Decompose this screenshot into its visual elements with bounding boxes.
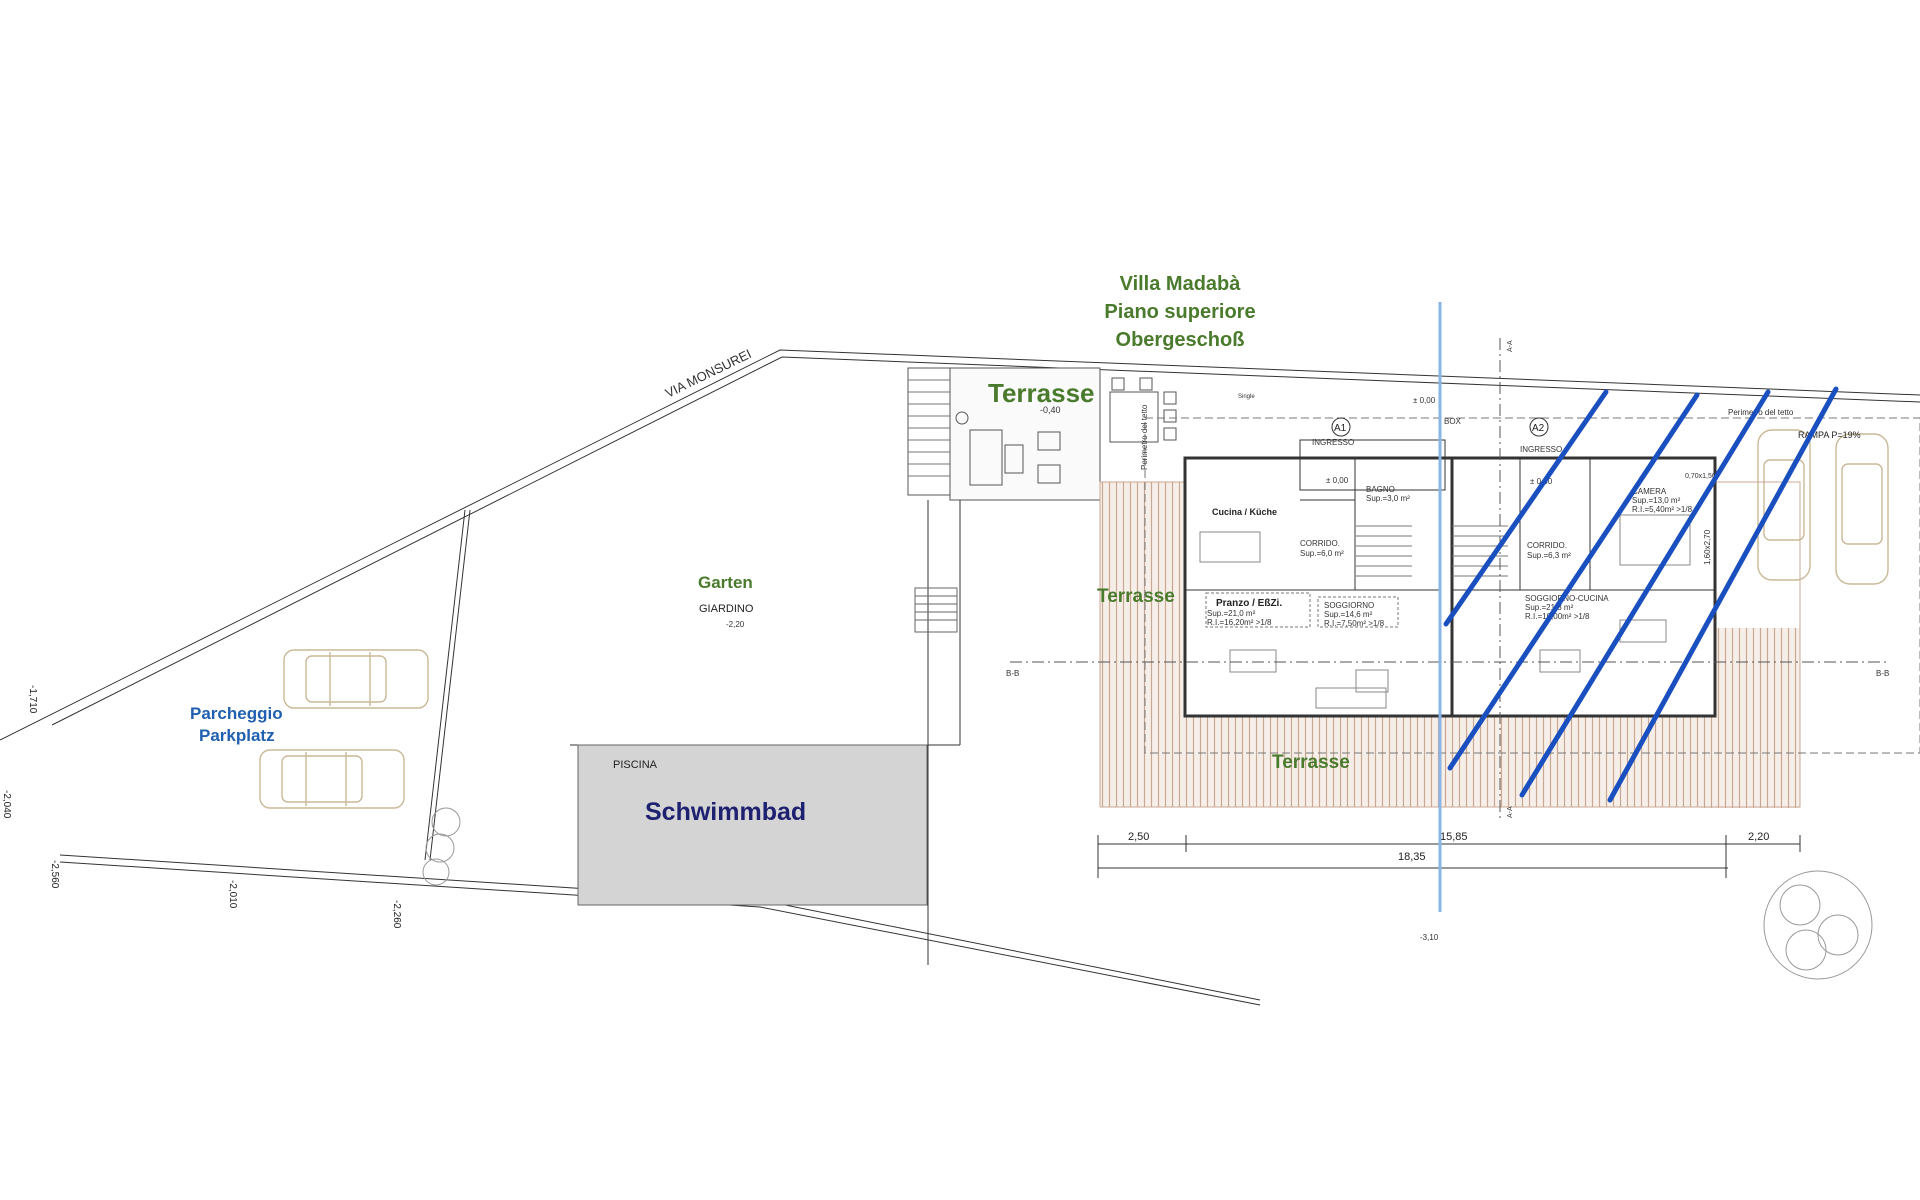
garden-level: -2,20 xyxy=(726,620,745,629)
dim-2: 15,85 xyxy=(1440,831,1468,843)
dim-total: 18,35 xyxy=(1398,851,1426,863)
window1-label: 0,70x1,50 xyxy=(1685,473,1716,480)
pranzo-label: Pranzo / EßZi. xyxy=(1216,598,1282,609)
level-2260: -2,260 xyxy=(391,900,402,929)
trees-left xyxy=(422,807,461,886)
camera-sup: Sup.=13,0 m² xyxy=(1632,496,1681,505)
title-villa: Villa Madabà xyxy=(1119,273,1241,295)
street-name: VIA MONSUREI xyxy=(663,346,754,401)
ingresso1-label: INGRESSO xyxy=(1312,438,1354,447)
trees-right xyxy=(1763,870,1873,980)
pool xyxy=(577,744,928,906)
plan-title: Villa Madabà Piano superiore Obergeschoß xyxy=(1040,270,1320,354)
garden-stair xyxy=(914,587,958,633)
bagno-sup: Sup.=3,0 m² xyxy=(1366,494,1410,503)
bottom-level: -3,10 xyxy=(1420,933,1439,942)
level-2010: -2,010 xyxy=(227,880,238,909)
parking-label-it: Parcheggio xyxy=(190,704,283,723)
dim-3: 2,20 xyxy=(1748,831,1769,843)
camera-ri: R.I.=5,40m² >1/8 xyxy=(1632,505,1693,514)
entry1-level: ± 0,00 xyxy=(1326,476,1349,485)
camera-label: CAMERA xyxy=(1632,487,1667,496)
corrido1-sup: Sup.=6,0 m² xyxy=(1300,549,1344,558)
box-label: BOX xyxy=(1444,417,1462,426)
ingresso2-label: INGRESSO xyxy=(1520,445,1562,454)
a2-label: A2 xyxy=(1532,423,1545,434)
dim-1: 2,50 xyxy=(1128,831,1149,843)
entry-markers xyxy=(1331,417,1549,437)
perimetro1-label: Perimetro del tetto xyxy=(1140,404,1149,470)
pranzo-ri: R.I.=16,20m² >1/8 xyxy=(1207,618,1272,627)
single-label: Single xyxy=(1238,394,1255,400)
building xyxy=(1183,439,1717,718)
corrido2-sup: Sup.=6,3 m² xyxy=(1527,551,1571,560)
sogg-cucina-sup: Sup.=21,3 m² xyxy=(1525,603,1574,612)
garden-label: Garten xyxy=(698,573,753,592)
level-2560: -2,560 xyxy=(49,860,60,889)
bb-right-label: B-B xyxy=(1876,669,1889,678)
aa-bottom-label: A-A xyxy=(1507,806,1514,818)
bagno-label: BAGNO xyxy=(1366,485,1395,494)
top-level: ± 0,00 xyxy=(1413,396,1436,405)
giardino-label: GIARDINO xyxy=(699,603,754,615)
corrido1-label: CORRIDO. xyxy=(1300,539,1340,548)
level-2040: -2,040 xyxy=(1,790,12,819)
terrasse-bottom-label: Terrasse xyxy=(1272,752,1350,773)
title-floor-it: Piano superiore xyxy=(1104,301,1256,323)
terrasse-top-label: Terrasse xyxy=(988,378,1095,408)
corrido2-label: CORRIDO. xyxy=(1527,541,1567,550)
soggiorno-box xyxy=(1317,596,1399,628)
soggiorno-sup: Sup.=14,6 m² xyxy=(1324,610,1373,619)
terrasse-mid-label: Terrasse xyxy=(1097,586,1175,607)
rampa-label: RAMPA P=19% xyxy=(1798,430,1861,440)
building-furniture xyxy=(1199,514,1691,709)
pranzo-box xyxy=(1205,592,1311,628)
window2-label: 1,60x2,70 xyxy=(1703,529,1712,565)
a1-label: A1 xyxy=(1334,423,1347,434)
roof-perimeter xyxy=(1144,417,1920,754)
upper-terrace xyxy=(907,367,1177,501)
level-1710: -1,710 xyxy=(27,685,38,714)
sogg-cucina-label: SOGGIORNO-CUCINA xyxy=(1525,594,1609,603)
right-cars xyxy=(1757,429,1889,585)
perimetro2-label: Perimetro del tetto xyxy=(1728,408,1794,417)
pool-label: Schwimmbad xyxy=(645,798,806,826)
sogg-cucina-ri: R.I.=10,00m² >1/8 xyxy=(1525,612,1590,621)
parking-label-de: Parkplatz xyxy=(199,726,275,745)
pranzo-sup: Sup.=21,0 m² xyxy=(1207,609,1256,618)
bb-left-label: B-B xyxy=(1006,669,1019,678)
soggiorno-label: SOGGIORNO xyxy=(1324,601,1374,610)
dimension-lines xyxy=(1097,835,1801,878)
aa-top-label: A-A xyxy=(1507,340,1514,352)
soggiorno-ri: R.I.=7,50m² >1/8 xyxy=(1324,619,1385,628)
parked-cars xyxy=(259,649,429,809)
title-floor-de: Obergeschoß xyxy=(1115,329,1245,351)
cucina-label: Cucina / Küche xyxy=(1212,507,1277,517)
annotation-strokes xyxy=(1443,386,1839,803)
piscina-label: PISCINA xyxy=(613,759,658,771)
terrace-level: -0,40 xyxy=(1040,405,1061,415)
